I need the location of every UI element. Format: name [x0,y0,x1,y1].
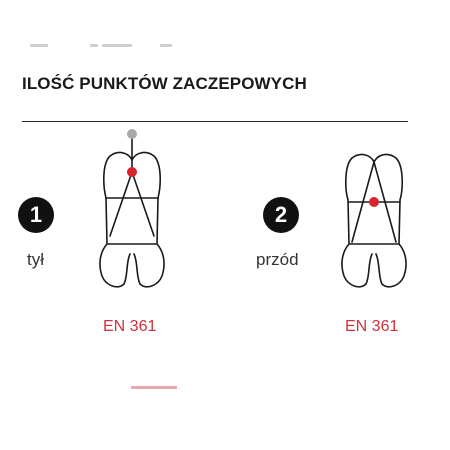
number-badge-2: 2 [263,197,299,233]
cropped-text-fragment [30,44,180,52]
divider [22,121,408,122]
standard-label-back: EN 361 [103,318,157,335]
back-harness-icon [99,129,165,288]
cropped-text-fragment-red [131,386,177,389]
front-harness-icon [341,153,407,288]
section-heading: ILOŚĆ PUNKTÓW ZACZEPOWYCH [22,74,307,93]
position-label-back: tył [27,250,44,269]
number-badge-1: 1 [18,197,54,233]
standard-label-front: EN 361 [345,318,399,335]
position-label-front: przód [256,250,299,269]
